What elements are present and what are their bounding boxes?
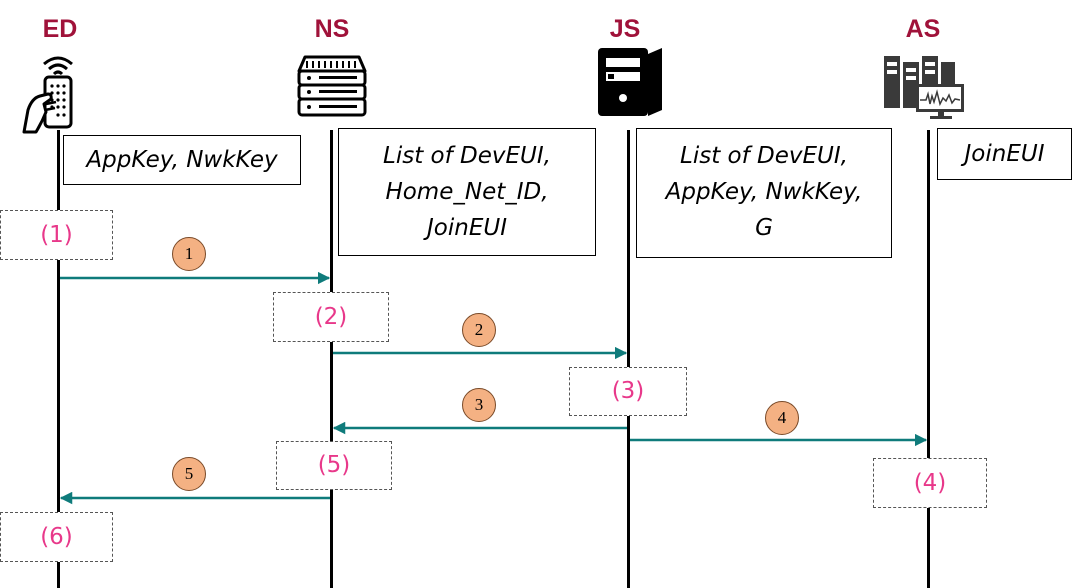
- message-1-badge: 1: [172, 237, 206, 271]
- entity-js-label: JS: [609, 15, 641, 43]
- network-server-icon: [297, 55, 367, 117]
- ns-knowledge-line: Home_Net_ID,: [385, 179, 549, 205]
- as-knowledge-line: JoinEUI: [964, 141, 1045, 167]
- js-knowledge-line: AppKey, NwkKey,: [665, 179, 863, 205]
- message-4-badge: 4: [765, 401, 799, 435]
- message-2-badge: 2: [462, 313, 496, 347]
- ed-knowledge-box: AppKey, NwkKey: [63, 135, 301, 185]
- entity-ns-label: NS: [314, 15, 350, 43]
- lifeline-ed: [57, 130, 60, 588]
- ns-knowledge-line: List of DevEUI,: [383, 143, 551, 169]
- step-3-box: (3): [569, 367, 687, 416]
- message-5-badge: 5: [172, 457, 206, 491]
- step-1-box: (1): [0, 210, 113, 260]
- ed-knowledge-line: AppKey, NwkKey: [86, 147, 278, 173]
- ns-knowledge-box: List of DevEUI, Home_Net_ID, JoinEUI: [338, 128, 596, 256]
- step-2-box: (2): [273, 292, 389, 342]
- message-3-badge: 3: [462, 388, 496, 422]
- step-6-box: (6): [0, 512, 113, 562]
- server-tower-icon: [598, 48, 662, 116]
- js-knowledge-box: List of DevEUI, AppKey, NwkKey, G: [636, 128, 892, 258]
- lifeline-js: [627, 130, 630, 588]
- ns-knowledge-line: JoinEUI: [427, 215, 507, 241]
- js-knowledge-line: G: [755, 215, 773, 241]
- js-knowledge-line: List of DevEUI,: [680, 143, 848, 169]
- entity-ed-label: ED: [42, 15, 78, 43]
- step-5-box: (5): [276, 441, 392, 490]
- lifeline-ns: [330, 130, 333, 588]
- entity-as-label: AS: [905, 15, 941, 43]
- remote-control-hand-icon: [22, 56, 73, 134]
- application-server-icon: [884, 56, 964, 119]
- step-4-box: (4): [873, 458, 987, 508]
- lifeline-as: [927, 130, 930, 588]
- as-knowledge-box: JoinEUI: [937, 128, 1072, 180]
